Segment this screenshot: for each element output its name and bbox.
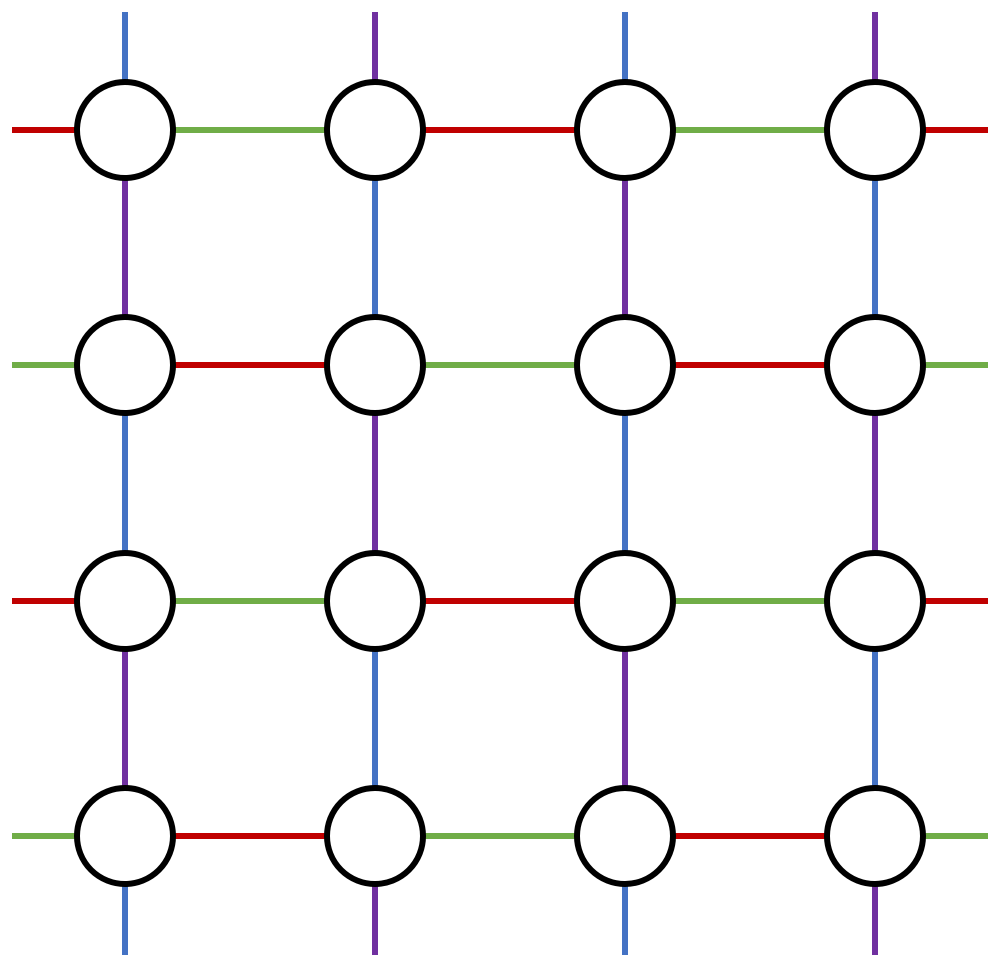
graph-node	[74, 79, 176, 181]
graph-node	[74, 550, 176, 652]
graph-node	[324, 785, 426, 887]
graph-node	[824, 785, 926, 887]
node-layer	[74, 79, 926, 887]
graph-node	[574, 550, 676, 652]
graph-node	[574, 785, 676, 887]
graph-node	[324, 79, 426, 181]
graph-node	[574, 314, 676, 416]
graph-node	[574, 79, 676, 181]
graph-node	[824, 79, 926, 181]
graph-node	[74, 314, 176, 416]
graph-node	[824, 314, 926, 416]
graph-node	[74, 785, 176, 887]
graph-node	[324, 550, 426, 652]
graph-node	[824, 550, 926, 652]
graph-node	[324, 314, 426, 416]
